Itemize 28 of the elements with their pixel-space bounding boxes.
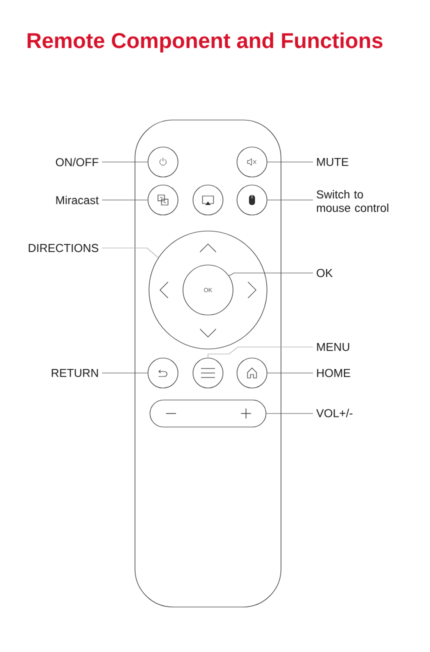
button-label: ON/OFF — [56, 158, 98, 166]
button-label: OK — [316, 268, 333, 278]
title: Remote Component and Functions — [28, 32, 382, 52]
leader-line — [266, 413, 314, 414]
leader-line — [267, 372, 314, 374]
button-label: VOL+/- — [316, 408, 352, 418]
leader-line — [102, 248, 159, 258]
button-label: HOME — [317, 368, 350, 378]
round-button — [192, 184, 224, 216]
round-button — [192, 358, 224, 388]
button-label: Switch to mouse control — [316, 190, 388, 212]
round-button — [148, 184, 178, 216]
round-button — [236, 146, 268, 178]
leader-line — [228, 272, 314, 276]
volume-rocker — [150, 400, 266, 428]
button-label: MUTE — [317, 158, 348, 166]
button-label: MENU — [317, 343, 350, 351]
round-button — [148, 146, 178, 178]
round-button — [236, 184, 268, 216]
button-label: DIRECTIONS — [28, 244, 98, 252]
button-label: Miracast — [56, 196, 99, 204]
round-button — [148, 358, 178, 388]
direction-pad — [148, 230, 268, 350]
leader-line — [208, 346, 314, 358]
leader-line — [102, 372, 148, 374]
round-button — [236, 358, 268, 388]
button-label: RETURN — [52, 369, 98, 377]
remote-outline — [134, 120, 282, 608]
